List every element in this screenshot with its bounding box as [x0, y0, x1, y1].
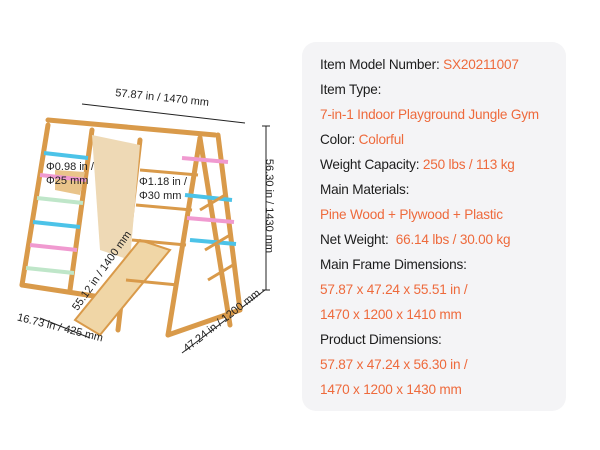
model-value: SX20211007: [443, 57, 519, 72]
type-value: 7-in-1 Indoor Playground Jungle Gym: [320, 107, 539, 122]
materials-label: Main Materials:: [320, 182, 410, 197]
spec-card: [302, 42, 566, 411]
product-value-2: 1470 x 1200 x 1430 mm: [320, 382, 462, 397]
rung-small-diameter: Φ0.98 in / Φ25 mm: [46, 160, 94, 188]
product-value-1: 57.87 x 47.24 x 56.30 in /: [320, 357, 468, 372]
spec-capacity: Weight Capacity: 250 lbs / 113 kg: [320, 157, 515, 172]
rung-small-line2: Φ25 mm: [46, 175, 89, 187]
type-label: Item Type:: [320, 82, 382, 97]
capacity-value: 250 lbs / 113 kg: [422, 157, 515, 172]
color-label: Color:: [320, 132, 356, 147]
frame-label: Main Frame Dimensions:: [320, 257, 467, 272]
height-dimension: 56.30 in / 1430 mm: [263, 158, 276, 254]
wood-rungs: [125, 168, 234, 287]
slide: [73, 238, 172, 337]
product-label: Product Dimensions:: [320, 332, 442, 347]
capacity-label: Weight Capacity:: [320, 157, 420, 172]
spec-color: Color: Colorful: [320, 132, 404, 147]
rung-large-line1: Φ1.18 in /: [139, 176, 187, 188]
model-label: Item Model Number:: [320, 57, 440, 72]
net-value: 66.14 lbs / 30.00 kg: [395, 232, 511, 247]
rung-large-line2: Φ30 mm: [139, 190, 182, 202]
spec-net-weight: Net Weight: 66.14 lbs / 30.00 kg: [320, 232, 511, 247]
dimension-lines: [39, 103, 270, 354]
materials-value: Pine Wood + Plywood + Plastic: [320, 207, 503, 222]
frame-value-2: 1470 x 1200 x 1410 mm: [320, 307, 462, 322]
spec-model: Item Model Number: SX20211007: [320, 57, 519, 72]
climbing-wall: [92, 135, 140, 260]
net-label: Net Weight:: [320, 232, 389, 247]
rung-small-line1: Φ0.98 in /: [46, 161, 94, 173]
frame-value-1: 57.87 x 47.24 x 55.51 in /: [320, 282, 468, 297]
rungs: [25, 151, 237, 275]
color-value: Colorful: [358, 132, 404, 147]
rung-large-diameter: Φ1.18 in / Φ30 mm: [139, 175, 187, 203]
